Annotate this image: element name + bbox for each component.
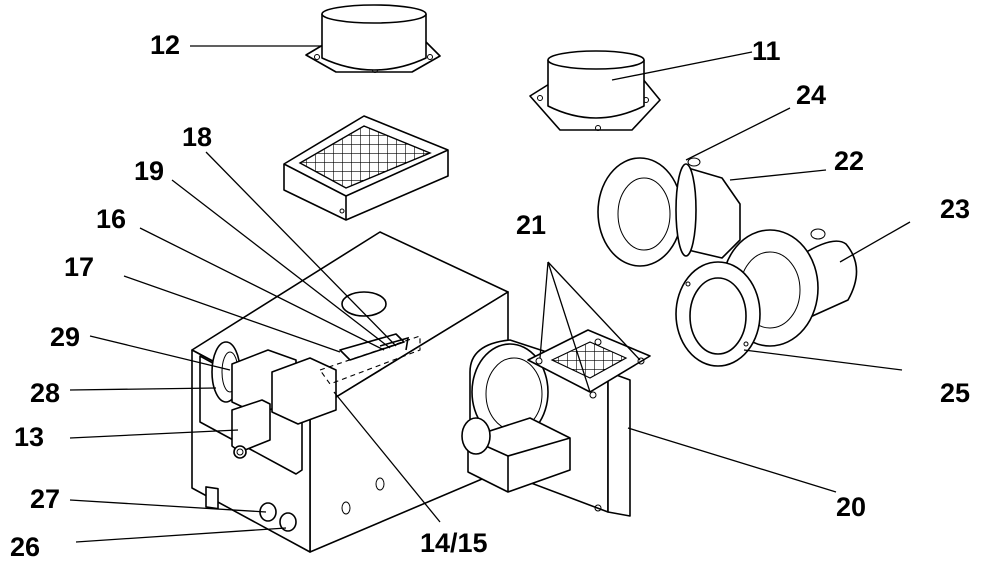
callout-labels: 12 11 24 22 23 18 19 16 21 17 29 28 25 1… <box>10 30 970 562</box>
label-22: 22 <box>834 146 864 176</box>
label-13: 13 <box>14 422 44 452</box>
label-23: 23 <box>940 194 970 224</box>
label-16: 16 <box>96 204 126 234</box>
label-18: 18 <box>182 122 212 152</box>
filter-grid-block <box>283 115 449 221</box>
label-25: 25 <box>940 378 970 408</box>
duct-spigot-11 <box>529 50 661 131</box>
internal-components <box>211 333 421 459</box>
label-28: 28 <box>30 378 60 408</box>
label-12: 12 <box>150 30 180 60</box>
label-19: 19 <box>134 156 164 186</box>
ring-gasket-25 <box>675 261 761 367</box>
leader-lines <box>69 45 911 543</box>
flanged-sleeve-22 <box>597 157 741 267</box>
label-24: 24 <box>796 80 826 110</box>
label-21: 21 <box>516 210 546 240</box>
fan-flange-21 <box>527 329 651 399</box>
label-17: 17 <box>64 252 94 282</box>
label-26: 26 <box>10 532 40 562</box>
label-20: 20 <box>836 492 866 522</box>
label-14-15: 14/15 <box>420 528 488 558</box>
label-29: 29 <box>50 322 80 352</box>
label-11: 11 <box>752 36 781 66</box>
duct-spigot-12 <box>305 4 441 73</box>
label-27: 27 <box>30 484 60 514</box>
